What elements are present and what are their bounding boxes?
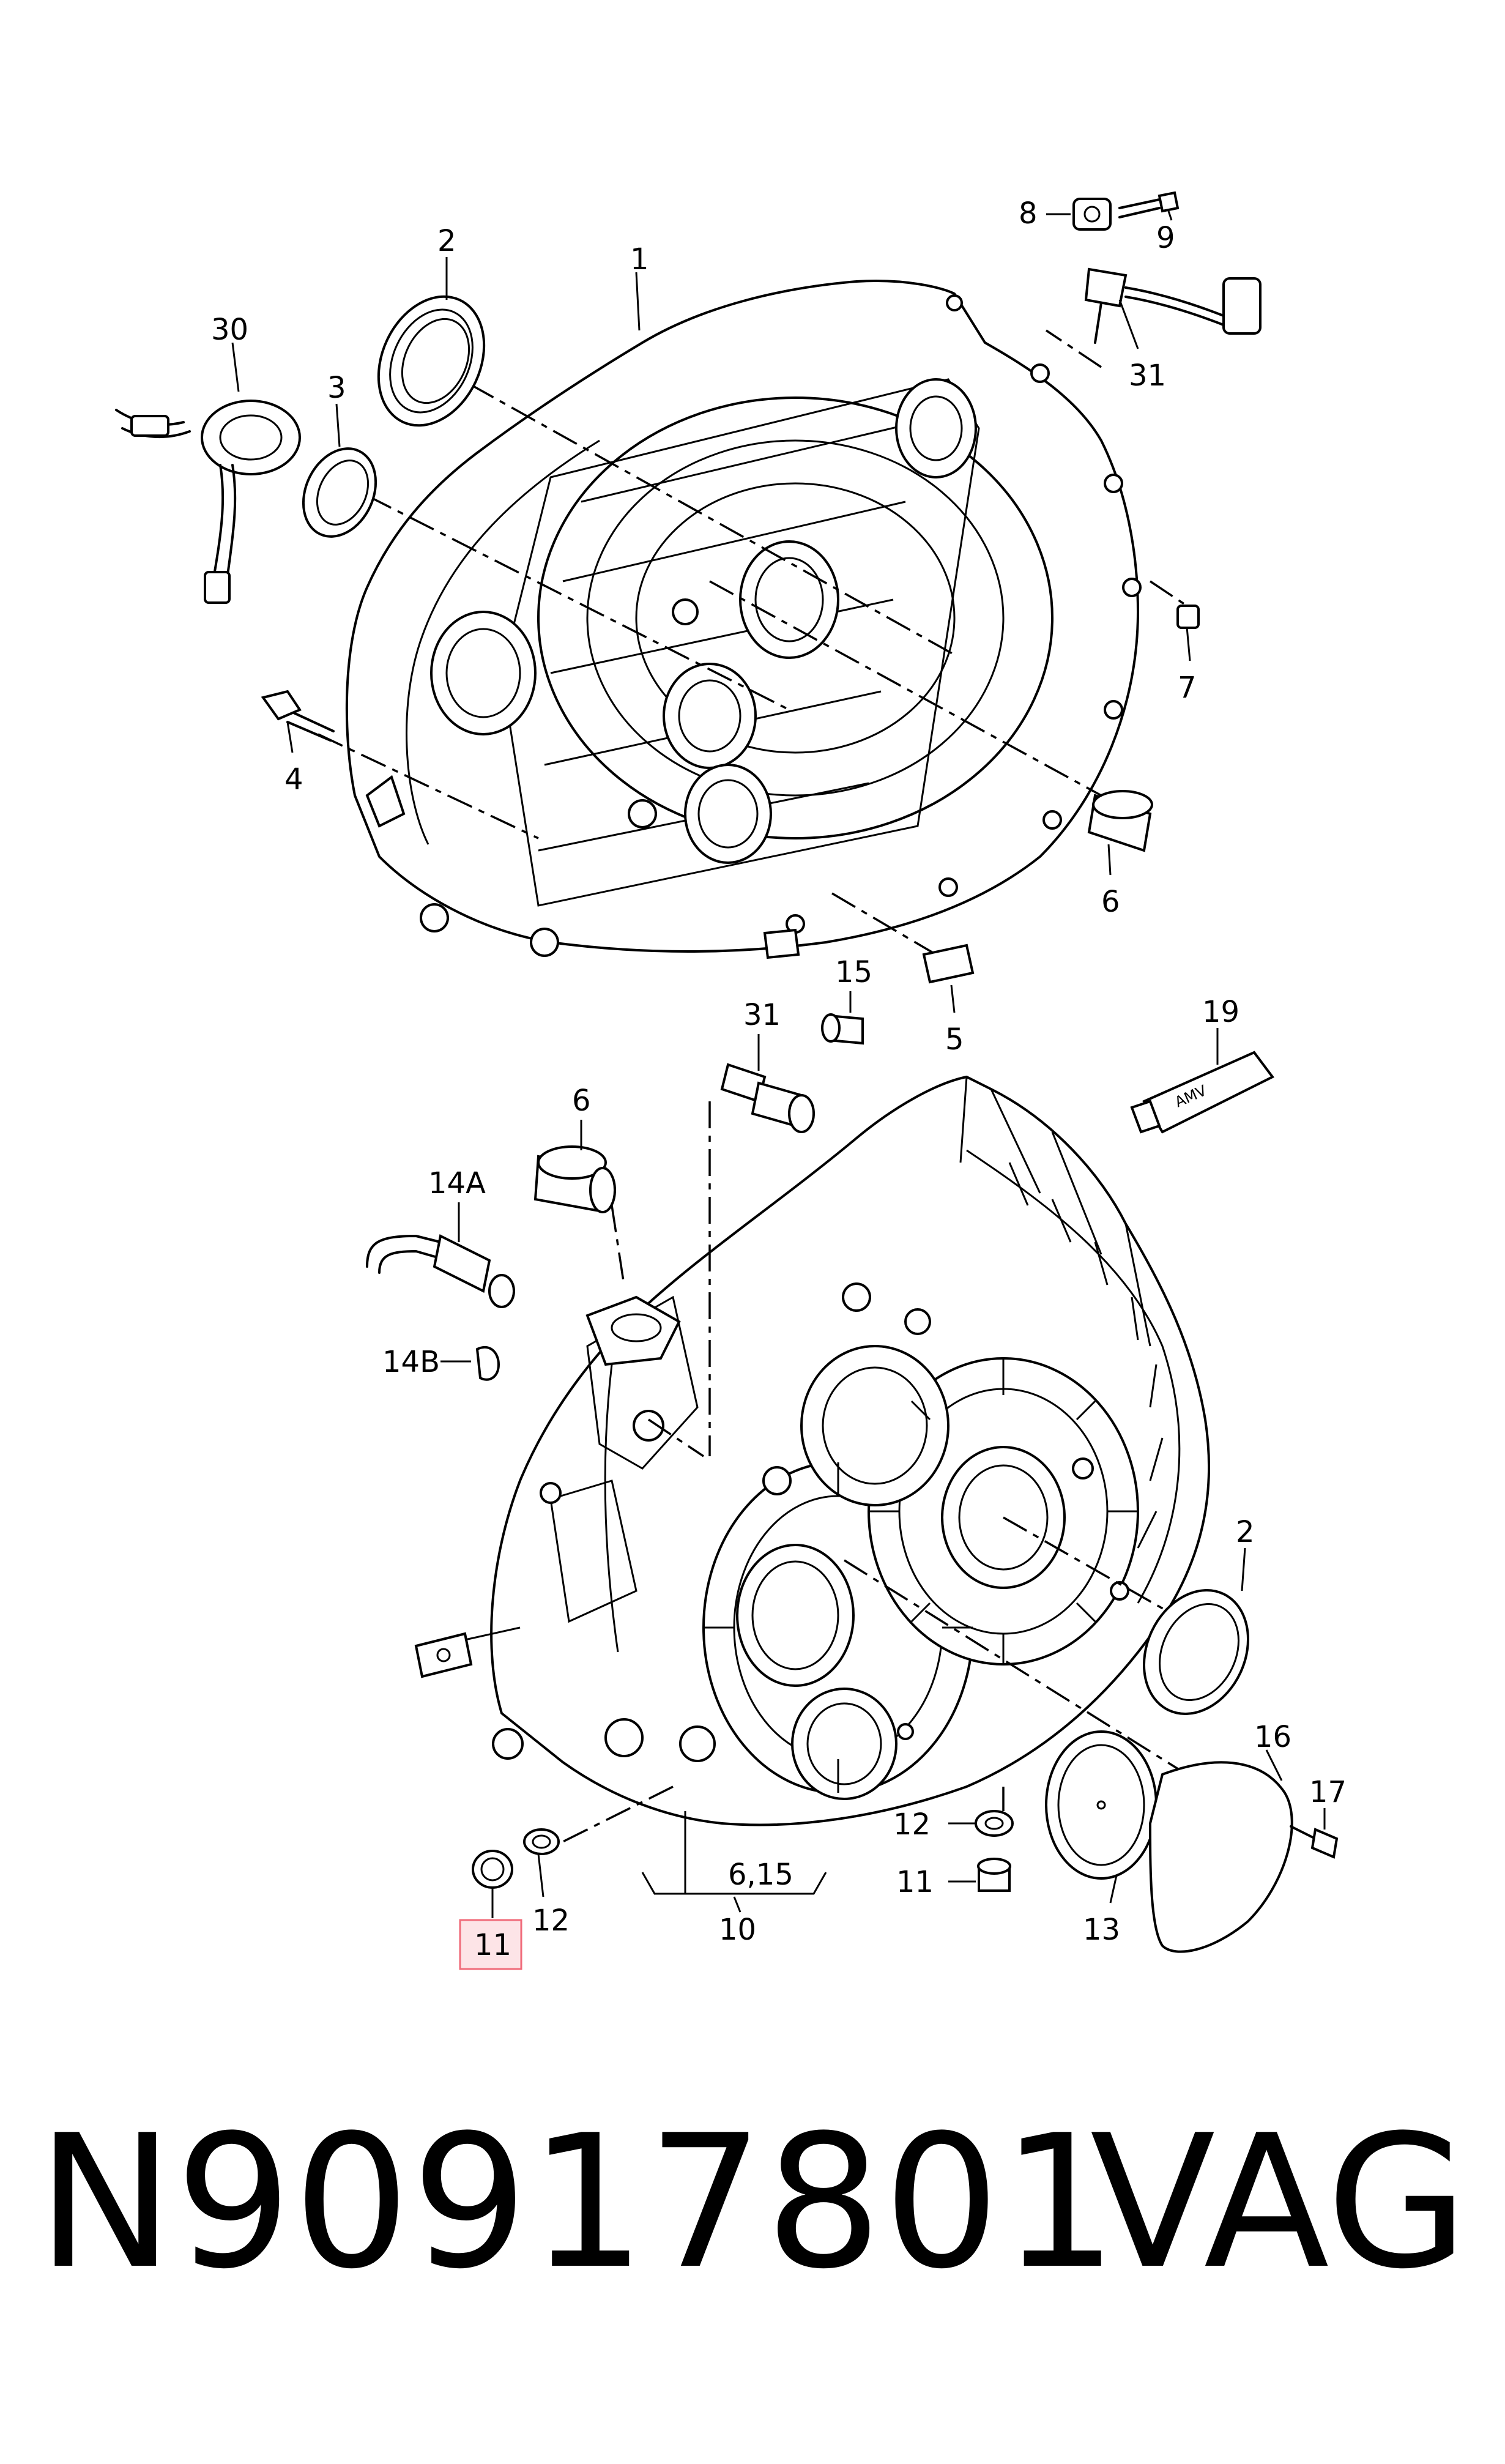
label-6-15: 6,15 (728, 1858, 793, 1892)
label-11-highlighted: 11 (474, 1928, 511, 1962)
label-16: 16 (1254, 1720, 1291, 1754)
label-2-lower: 2 (1236, 1515, 1255, 1549)
label-5: 5 (945, 1022, 964, 1057)
sensor-31-lower (720, 1063, 815, 1133)
centerline (1046, 329, 1102, 368)
bush-lower (533, 1145, 616, 1213)
label-7: 7 (1178, 671, 1197, 705)
pad (922, 944, 975, 984)
breather-hose (366, 1234, 515, 1308)
washer-right (975, 1810, 1014, 1837)
centerline (844, 1559, 1187, 1776)
bolt (261, 690, 335, 742)
bush (1087, 790, 1153, 852)
lower-transmission-housing (414, 1075, 1211, 1826)
label-2-upper: 2 (437, 224, 456, 258)
upper-transmission-housing (345, 280, 1142, 959)
screw (1290, 1825, 1339, 1859)
drain-plug-right (977, 1858, 1011, 1892)
label-12-left: 12 (532, 1904, 570, 1938)
seal-ring-small (302, 447, 377, 538)
label-11-right: 11 (896, 1865, 934, 1899)
centerline (831, 892, 937, 956)
label-13: 13 (1083, 1913, 1120, 1947)
label-19: 19 (1202, 995, 1239, 1029)
centerline (1003, 1516, 1175, 1617)
brand-name: VAG (1090, 2096, 1468, 2309)
label-4: 4 (284, 762, 303, 797)
centerline (1150, 580, 1187, 607)
seal-ring-upper (377, 295, 486, 427)
label-14B: 14B (382, 1345, 440, 1379)
label-8: 8 (1019, 196, 1038, 231)
drain-plug-left (472, 1850, 513, 1889)
centerline (366, 494, 790, 711)
centerline (428, 360, 955, 656)
seal-ring-lower (1142, 1589, 1250, 1715)
centerline (550, 1785, 674, 1849)
footer: N90917801 VAG (0, 2080, 1505, 2386)
label-1: 1 (630, 242, 649, 277)
cover (1045, 1730, 1158, 1880)
centerline (648, 1418, 704, 1457)
label-31-upper: 31 (1129, 359, 1166, 393)
clip (475, 1346, 500, 1381)
leader-lines (231, 210, 1326, 1918)
centerline (709, 580, 1102, 797)
dowel-pin (1176, 605, 1200, 629)
speed-sensor (1072, 191, 1180, 231)
label-10: 10 (719, 1913, 756, 1947)
plug (821, 1013, 864, 1045)
washer-left (523, 1828, 560, 1855)
slave-cylinder (115, 400, 301, 604)
centerline (611, 1205, 625, 1286)
label-3: 3 (327, 371, 346, 405)
label-17: 17 (1309, 1775, 1347, 1809)
label-6-upper: 6 (1101, 885, 1120, 919)
label-9: 9 (1156, 221, 1175, 255)
label-12-right: 12 (893, 1807, 931, 1842)
gasket (1148, 1761, 1293, 1953)
centerline (318, 733, 539, 839)
label-15: 15 (835, 955, 872, 989)
sealant-tube: AMV (1130, 1051, 1275, 1134)
highlight-box (459, 1919, 522, 1970)
label-31-lower: 31 (743, 998, 781, 1032)
callout-labels: 1 2 3 30 4 6 5 7 8 9 31 15 31 6 19 14A 1… (211, 196, 1347, 1970)
label-6-lower: 6 (572, 1084, 591, 1118)
label-30: 30 (211, 313, 248, 347)
label-14A: 14A (428, 1166, 486, 1200)
sensor-31-upper (1084, 267, 1262, 344)
part-number: N90917801 (37, 2096, 1120, 2309)
